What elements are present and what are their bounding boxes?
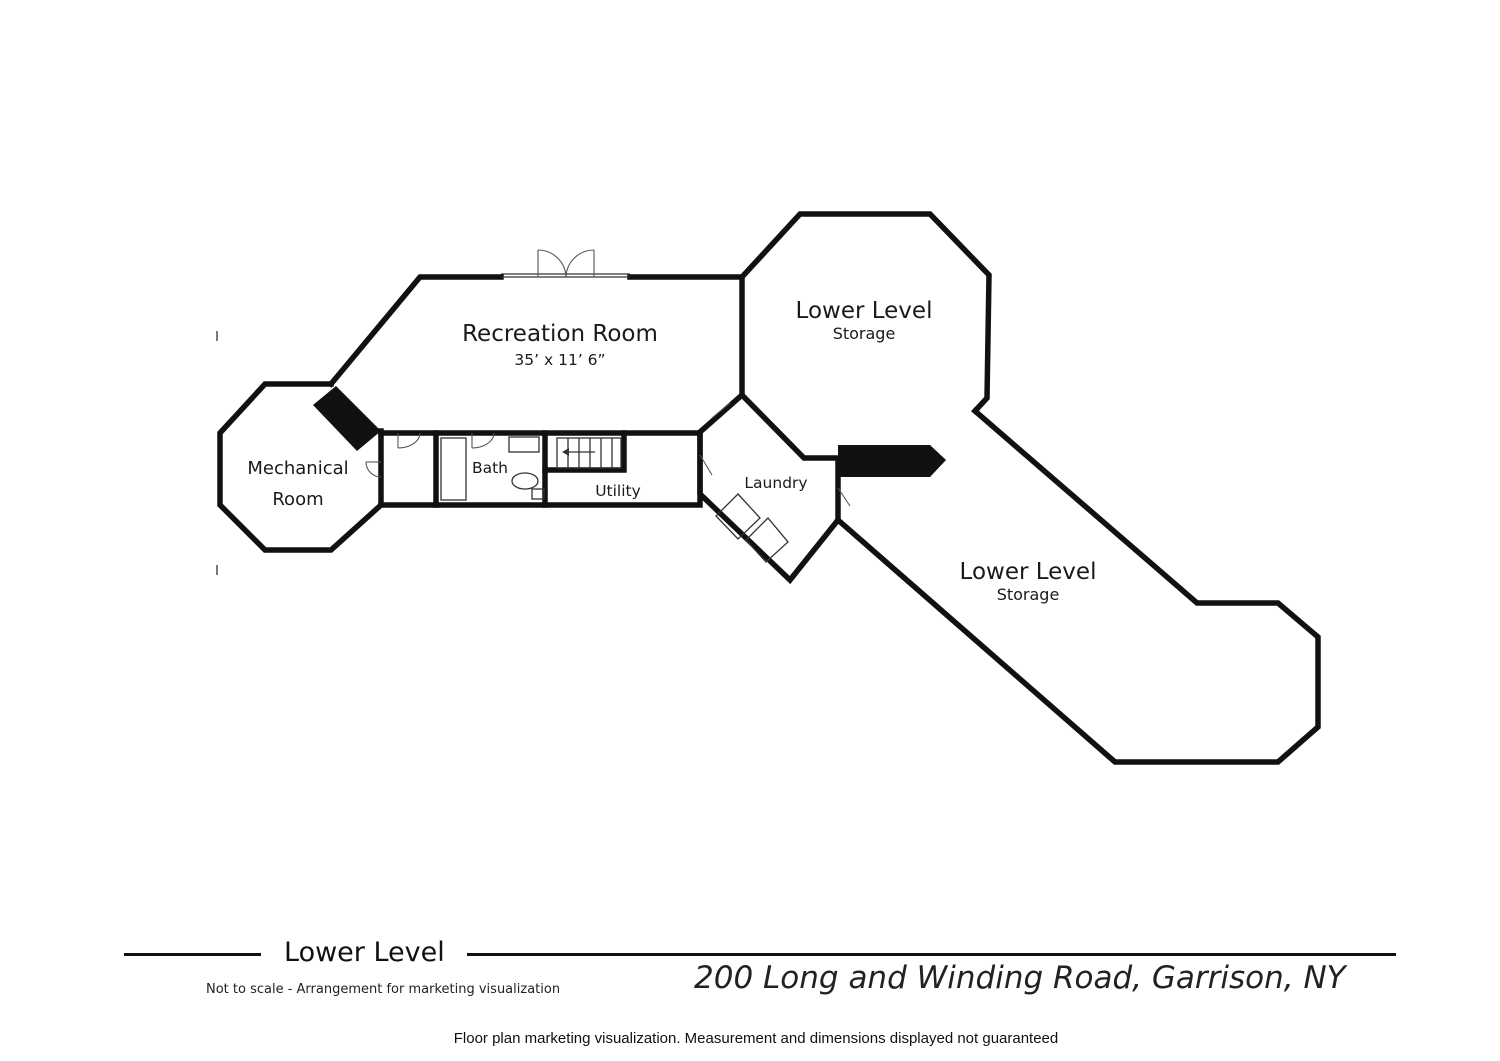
footer-rule-right [467,953,1396,956]
french-doors [537,249,595,278]
storage-lower-walls [834,407,1321,765]
washer-dryer [715,493,789,563]
recreation-room-dimensions: 35’ x 11’ 6” [514,351,605,369]
storage-upper-walls [738,211,992,415]
toilet [511,472,545,500]
storage-lower-name: Lower Level [960,559,1097,585]
footer-address: 200 Long and Winding Road, Garrison, NY [694,960,1346,996]
recreation-room-name: Recreation Room [462,321,658,347]
bathtub [440,437,467,501]
bath-name: Bath [472,459,508,477]
mechanical-room-line1: Mechanical [247,458,348,479]
footer-disclaimer: Floor plan marketing visualization. Meas… [453,1030,1059,1047]
central-rooms-walls [378,430,703,508]
chimney-blocks [313,386,946,477]
footer-scale-note: Not to scale - Arrangement for marketing… [206,982,561,997]
interior-doors [365,402,851,507]
storage-upper-sub: Storage [833,324,896,343]
storage-lower-sub: Storage [997,585,1060,604]
laundry-name: Laundry [744,474,807,492]
staircase [556,437,622,469]
bath-sink [508,436,540,453]
storage-upper-name: Lower Level [796,298,933,324]
footer-rule-left [124,953,261,956]
utility-name: Utility [595,482,641,500]
mechanical-room-walls [217,381,384,553]
mechanical-room-line2: Room [272,489,323,510]
footer-level-title: Lower Level [284,937,445,968]
